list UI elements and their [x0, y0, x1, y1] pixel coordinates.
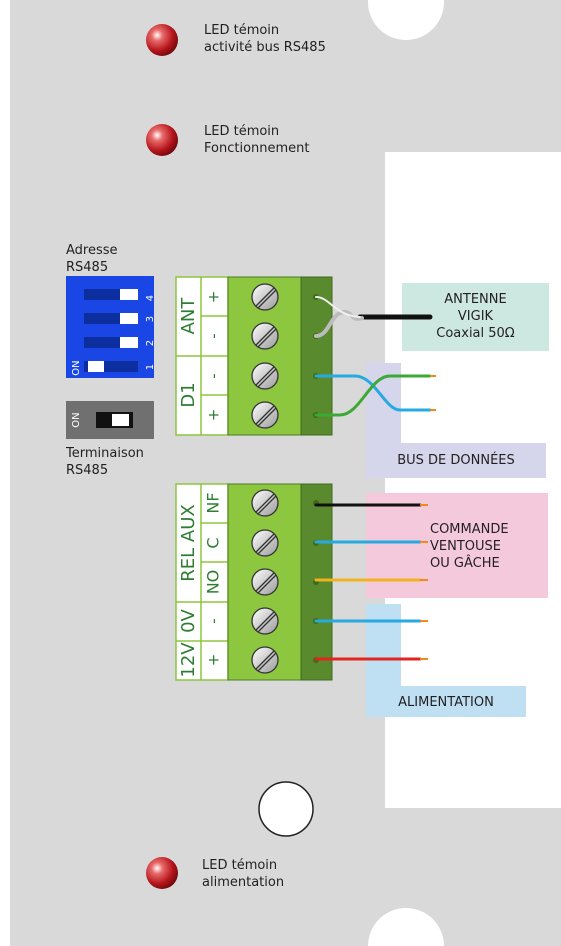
dip-position-4: 4: [145, 295, 156, 301]
group-label-rel-aux: REL AUX: [178, 504, 199, 581]
pin-label-ant-minus: -: [205, 333, 223, 338]
led-power: [146, 857, 178, 889]
led-rs485-activity: [146, 24, 178, 56]
dip-lever-2[interactable]: [120, 337, 138, 348]
pin-label-d1-plus: +: [205, 409, 223, 422]
pin-label-no: NO: [204, 570, 223, 595]
group-label-ant: ANT: [178, 297, 199, 335]
mounting-hole-bottom: [368, 908, 444, 946]
board: [10, 0, 561, 946]
data-bus-callout-box: [366, 443, 546, 478]
terminal-screws: [251, 283, 279, 674]
power-callout-box: [366, 686, 526, 717]
termination-switch-lever[interactable]: [112, 414, 129, 426]
power-callout-bg: [366, 604, 401, 686]
termination-on-label: ON: [71, 412, 82, 427]
dip-on-label: ON: [71, 360, 82, 375]
data-wire-blue: [314, 374, 432, 412]
antenna-shield-braid: [314, 309, 364, 338]
wire-tips: [420, 375, 436, 660]
led-operation: [146, 124, 178, 156]
power-callout-label: ALIMENTATION: [398, 695, 494, 710]
data-bus-callout-label: BUS DE DONNÉES: [397, 453, 515, 468]
pin-label-12v-plus: +: [205, 654, 223, 667]
dip-lever-3[interactable]: [120, 313, 138, 324]
dip-position-3: 3: [145, 316, 156, 322]
mounting-hole-top: [368, 0, 444, 40]
wires: [314, 296, 433, 661]
dip-position-1: 1: [145, 364, 156, 370]
data-wire-green: [314, 374, 432, 417]
dip-lever-1[interactable]: [88, 361, 104, 372]
group-label-12v: 12V: [178, 642, 199, 678]
pin-label-ant-plus: +: [205, 291, 223, 304]
mounting-hole-middle: [258, 781, 314, 837]
address-dip-levers: [84, 289, 138, 372]
pin-label-d1-minus: -: [205, 373, 223, 378]
group-label-0v: 0V: [178, 608, 199, 632]
dip-lever-4[interactable]: [120, 289, 138, 300]
dip-position-2: 2: [145, 340, 156, 346]
pin-label-c: C: [204, 537, 223, 548]
pin-label-nf: NF: [204, 492, 223, 513]
group-label-d1: D1: [178, 382, 199, 407]
antenna-core-wire: [315, 296, 361, 318]
pin-label-0v-minus: -: [205, 618, 223, 623]
